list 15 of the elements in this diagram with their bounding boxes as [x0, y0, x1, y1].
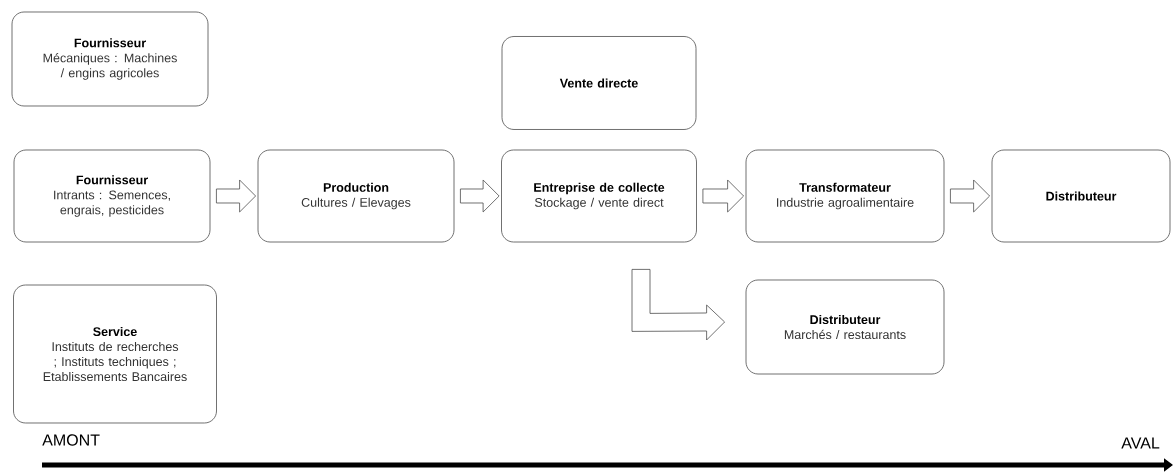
block-arrow — [950, 179, 990, 213]
process-box: Fournisseur Intrants : Semences, engrais, pesticides — [13, 149, 211, 243]
process-box: Fournisseur Mécaniques : Machines / engins agricoles — [11, 11, 209, 107]
process-box: Transformateur Industrie agroalimentaire — [745, 149, 945, 243]
process-box: Distributeur Marchés / restaurants — [745, 279, 945, 375]
process-box: Entreprise de collecte Stockage / vente direct — [501, 149, 697, 243]
block-arrow — [216, 179, 256, 213]
process-box: Service Instituts de recherches ; Instituts techniques ; Etablissements Bancaires — [13, 284, 217, 424]
block-arrow — [631, 269, 725, 341]
block-arrow — [702, 179, 744, 213]
block-arrow — [460, 179, 500, 213]
axis-label: AVAL — [1121, 437, 1160, 449]
process-box: Vente directe — [501, 36, 697, 130]
process-box: Production Cultures / Elevages — [257, 149, 455, 243]
process-box: Distributeur — [991, 149, 1171, 243]
